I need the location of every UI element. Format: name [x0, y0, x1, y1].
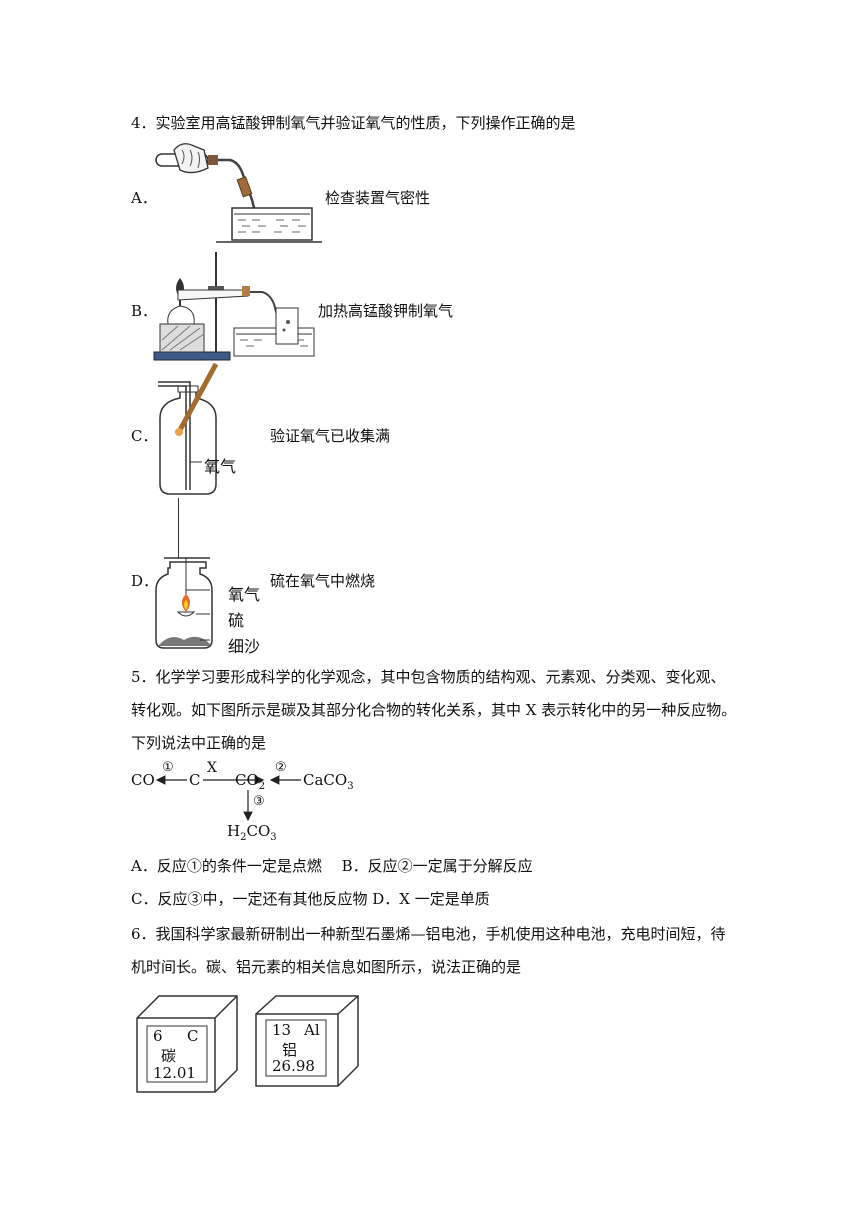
aluminum-name: 铝	[282, 1041, 298, 1059]
element-card-carbon: 6 C 碳 12.01	[131, 994, 241, 1094]
q4-option-a-caption: 检查装置气密性	[325, 189, 431, 207]
aluminum-atomic-number: 13	[272, 1021, 292, 1039]
carbon-atomic-number: 6	[153, 1027, 163, 1045]
aluminum-symbol: Al	[304, 1021, 320, 1039]
q4-option-d-label-sulfur: 硫	[228, 611, 245, 630]
reaction-3-marker: ③	[253, 794, 265, 809]
sulfur-combustion-figure	[155, 557, 213, 649]
q5-options-line-1: A．反应①的条件一定是点燃 B．反应②一定属于分解反应	[131, 857, 533, 875]
carbon-conversion-diagram: CO ① C X CO2 ② CaCO3 ③ H2CO3	[131, 760, 361, 843]
element-card-aluminum: 13 Al 铝 26.98	[252, 994, 362, 1094]
reactant-x-label: X	[207, 760, 217, 776]
q5-stem-line-1: 5．化学学习要形成科学的化学观念，其中包含物质的结构观、元素观、分类观、变化观、	[131, 668, 726, 686]
aluminum-atomic-mass: 26.98	[272, 1057, 315, 1075]
q4-option-d-label-oxygen: 氧气	[228, 585, 261, 604]
caco3-formula: CaCO3	[303, 771, 354, 792]
c-formula: C	[189, 771, 201, 789]
carbon-symbol: C	[187, 1027, 199, 1045]
q4-option-b-caption: 加热高锰酸钾制氧气	[318, 302, 454, 320]
co-formula: CO	[131, 771, 155, 789]
q5-stem-line-2: 转化观。如下图所示是碳及其部分化合物的转化关系，其中 X 表示转化中的另一种反应…	[131, 701, 737, 719]
q4-option-d-label: D．	[131, 572, 159, 590]
q4-option-b-label: B．	[131, 302, 158, 320]
q4-option-d-caption: 硫在氧气中燃烧	[270, 572, 376, 590]
q4-option-c-caption: 验证氧气已收集满	[270, 427, 391, 445]
carbon-name: 碳	[161, 1047, 177, 1065]
carbon-atomic-mass: 12.01	[153, 1064, 196, 1082]
reaction-2-marker: ②	[275, 760, 287, 775]
q6-stem-line-2: 机时间长。碳、铝元素的相关信息如图所示，说法正确的是	[131, 958, 522, 976]
q5-stem-line-3: 下列说法中正确的是	[131, 734, 267, 752]
q4-option-c-label: C．	[131, 427, 158, 445]
h2co3-formula: H2CO3	[227, 822, 277, 843]
reaction-1-marker: ①	[162, 760, 174, 775]
airtightness-check-figure	[155, 143, 322, 243]
q4-option-d-label-sand: 细沙	[228, 637, 261, 656]
q4-option-a-label: A．	[131, 189, 157, 207]
co2-formula: CO2	[235, 771, 266, 792]
q4-stem: 4．实验室用高锰酸钾制氧气并验证氧气的性质，下列操作正确的是	[131, 114, 576, 132]
connector-line	[178, 498, 179, 558]
q5-options-line-2: C．反应③中，一定还有其他反应物 D．X 一定是单质	[131, 890, 490, 908]
q4-option-c-figure-label: 氧气	[204, 457, 237, 476]
gas-bottle-check-figure	[158, 362, 219, 495]
q6-stem-line-1: 6．我国科学家最新研制出一种新型石墨烯—铝电池，手机使用这种电池，充电时间短，待	[131, 925, 726, 943]
heating-apparatus-figure	[153, 252, 315, 361]
